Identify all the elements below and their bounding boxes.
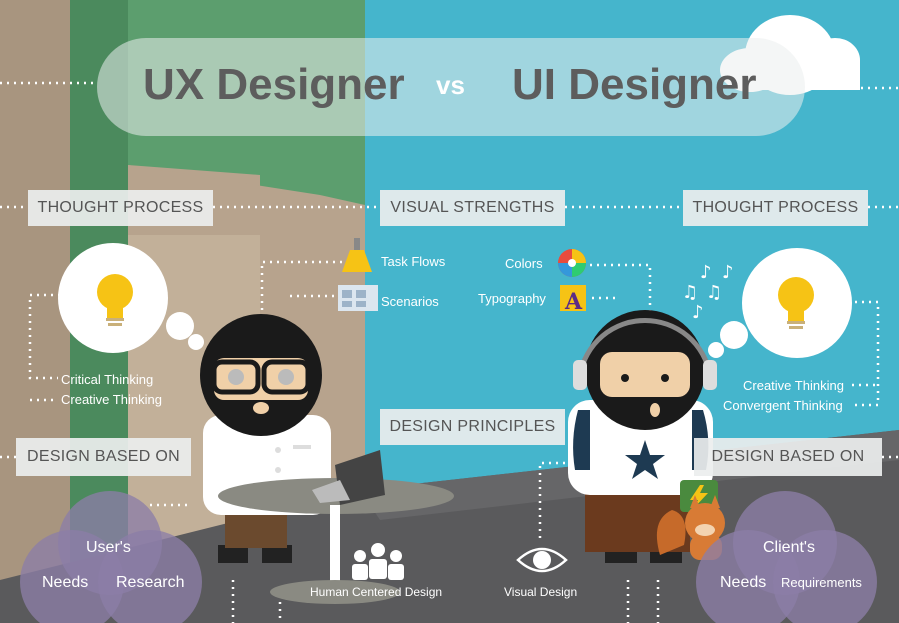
ui-design-based-on-label: DESIGN BASED ON [694,438,882,476]
typography-label: Typography [478,291,546,306]
ux-venn-research: Research [116,574,185,591]
ui-venn-clients: Client's [763,539,815,556]
visual-strengths-label: VISUAL STRENGTHS [380,190,565,226]
visual-design-label: Visual Design [504,585,578,599]
squirrel-icon [656,495,725,560]
lightbulb-icon [97,274,133,326]
music-notes-icon: ♪ ♪ ♫ ♫ ♪ [682,262,734,323]
colors-label: Colors [505,256,543,271]
ux-thinking-1: Critical Thinking [61,372,154,387]
ux-thought-process-label: THOUGHT PROCESS [28,190,213,226]
ui-thought-process-label: THOUGHT PROCESS [683,190,868,226]
ux-venn-needs: Needs [42,574,89,591]
svg-text:A: A [564,289,583,315]
flask-icon [342,238,372,272]
title-vs: vs [436,70,465,100]
ux-venn-users: User's [86,539,131,556]
title-banner [97,38,805,136]
color-wheel-icon [558,249,586,277]
ui-thinking-1: Creative Thinking [743,378,844,393]
ui-thinking-2: Convergent Thinking [723,398,843,413]
human-centered-design-label: Human Centered Design [310,585,443,599]
svg-text:♪: ♪ [722,262,734,283]
title-ui: UI Designer [512,60,757,109]
lightbulb-icon [778,277,814,329]
svg-text:♫: ♫ [706,282,722,303]
dotted-connectors [0,81,899,623]
svg-text:♪: ♪ [700,262,712,283]
ui-venn-diagram [696,491,877,623]
ui-venn-needs: Needs [720,574,767,591]
table [218,450,454,604]
scenarios-label: Scenarios [381,294,439,309]
svg-text:♫: ♫ [682,282,698,303]
scenarios-icon [338,285,378,311]
design-principles-label: DESIGN PRINCIPLES [380,409,565,445]
svg-text:♪: ♪ [692,302,704,323]
ux-thinking-2: Creative Thinking [61,392,162,407]
task-flows-label: Task Flows [381,254,446,269]
eye-icon [516,547,568,573]
ux-design-based-on-label: DESIGN BASED ON [16,438,191,476]
people-icon [352,543,404,580]
title-ux: UX Designer [143,60,405,109]
ux-venn-diagram [20,491,202,623]
ui-venn-requirements: Requirements [781,575,862,590]
typography-icon: A [560,285,586,315]
